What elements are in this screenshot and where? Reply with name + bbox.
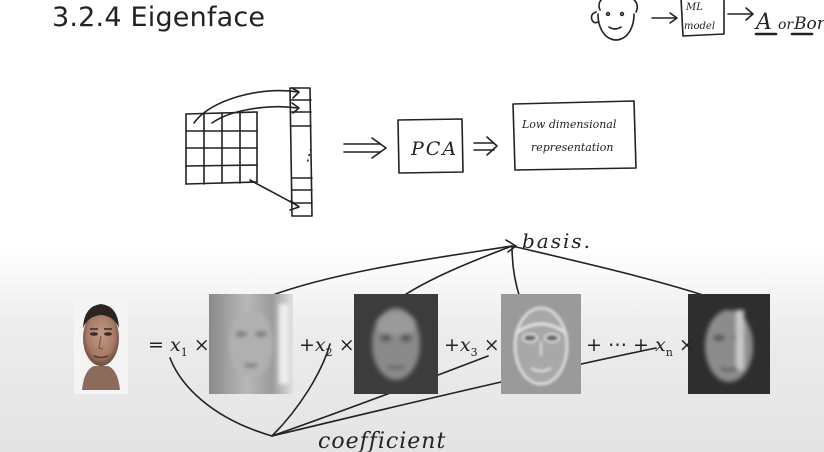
xn-variable: x	[654, 334, 666, 356]
x1-subscript: 1	[180, 345, 188, 359]
times-sign-2: ×	[338, 334, 355, 356]
original-face-image	[74, 294, 128, 394]
image-grid	[185, 111, 258, 185]
flatten-arrow-1	[193, 89, 299, 124]
model-label-top: ML	[685, 2, 703, 13]
plus-sign-1: +	[299, 334, 315, 356]
arrow-to-result-icon	[727, 7, 754, 21]
basis-lines	[269, 239, 719, 301]
model-box	[680, 0, 725, 37]
term-x2: +x2 ×	[299, 334, 355, 359]
x3-subscript: 3	[470, 345, 478, 359]
equals-sign: =	[148, 334, 164, 356]
model-label-bottom: model	[684, 21, 715, 32]
output-line-2: representation	[531, 141, 613, 154]
x2-subscript: 2	[325, 345, 333, 359]
pca-label: PCA	[410, 138, 458, 160]
x3-variable: x	[459, 334, 471, 356]
flattened-vector	[289, 87, 313, 217]
plus-sign-2: +	[444, 334, 460, 356]
term-x1: = x1 ×	[148, 334, 210, 359]
x2-variable: x	[314, 334, 326, 356]
eigenface-2-image	[354, 294, 438, 394]
coefficient-lines	[169, 343, 657, 437]
eigenface-3-image	[501, 294, 581, 394]
slide-title: 3.2.4 Eigenface	[52, 2, 266, 33]
term-x3: +x3 ×	[444, 334, 500, 359]
times-sign-n: ×	[678, 334, 695, 356]
face-sketch-icon	[590, 0, 639, 41]
plus-ellipsis: + ⋯ +	[586, 334, 649, 356]
xn-subscript: n	[665, 345, 673, 359]
output-box	[512, 100, 637, 171]
eigenface-n-image	[688, 294, 770, 394]
implies-arrow-icon	[343, 137, 387, 159]
result-a-label: A	[754, 10, 772, 35]
pca-box	[397, 118, 464, 174]
result-or-label: or	[778, 17, 794, 33]
output-line-1: Low dimensional	[521, 118, 617, 131]
basis-annotation: basis.	[522, 229, 592, 253]
x1-variable: x	[169, 334, 181, 356]
eigenface-1-image	[209, 294, 293, 394]
times-sign-3: ×	[483, 334, 500, 356]
result-b-label: Bor	[793, 14, 824, 34]
times-sign-1: ×	[193, 334, 210, 356]
term-xn: + ⋯ + xn ×	[586, 334, 695, 359]
vector-dots: ⋮	[300, 145, 316, 164]
arrow-to-model-icon	[651, 12, 678, 24]
coefficient-annotation: coefficient	[318, 429, 446, 452]
implies-arrow-2-icon	[473, 136, 498, 156]
